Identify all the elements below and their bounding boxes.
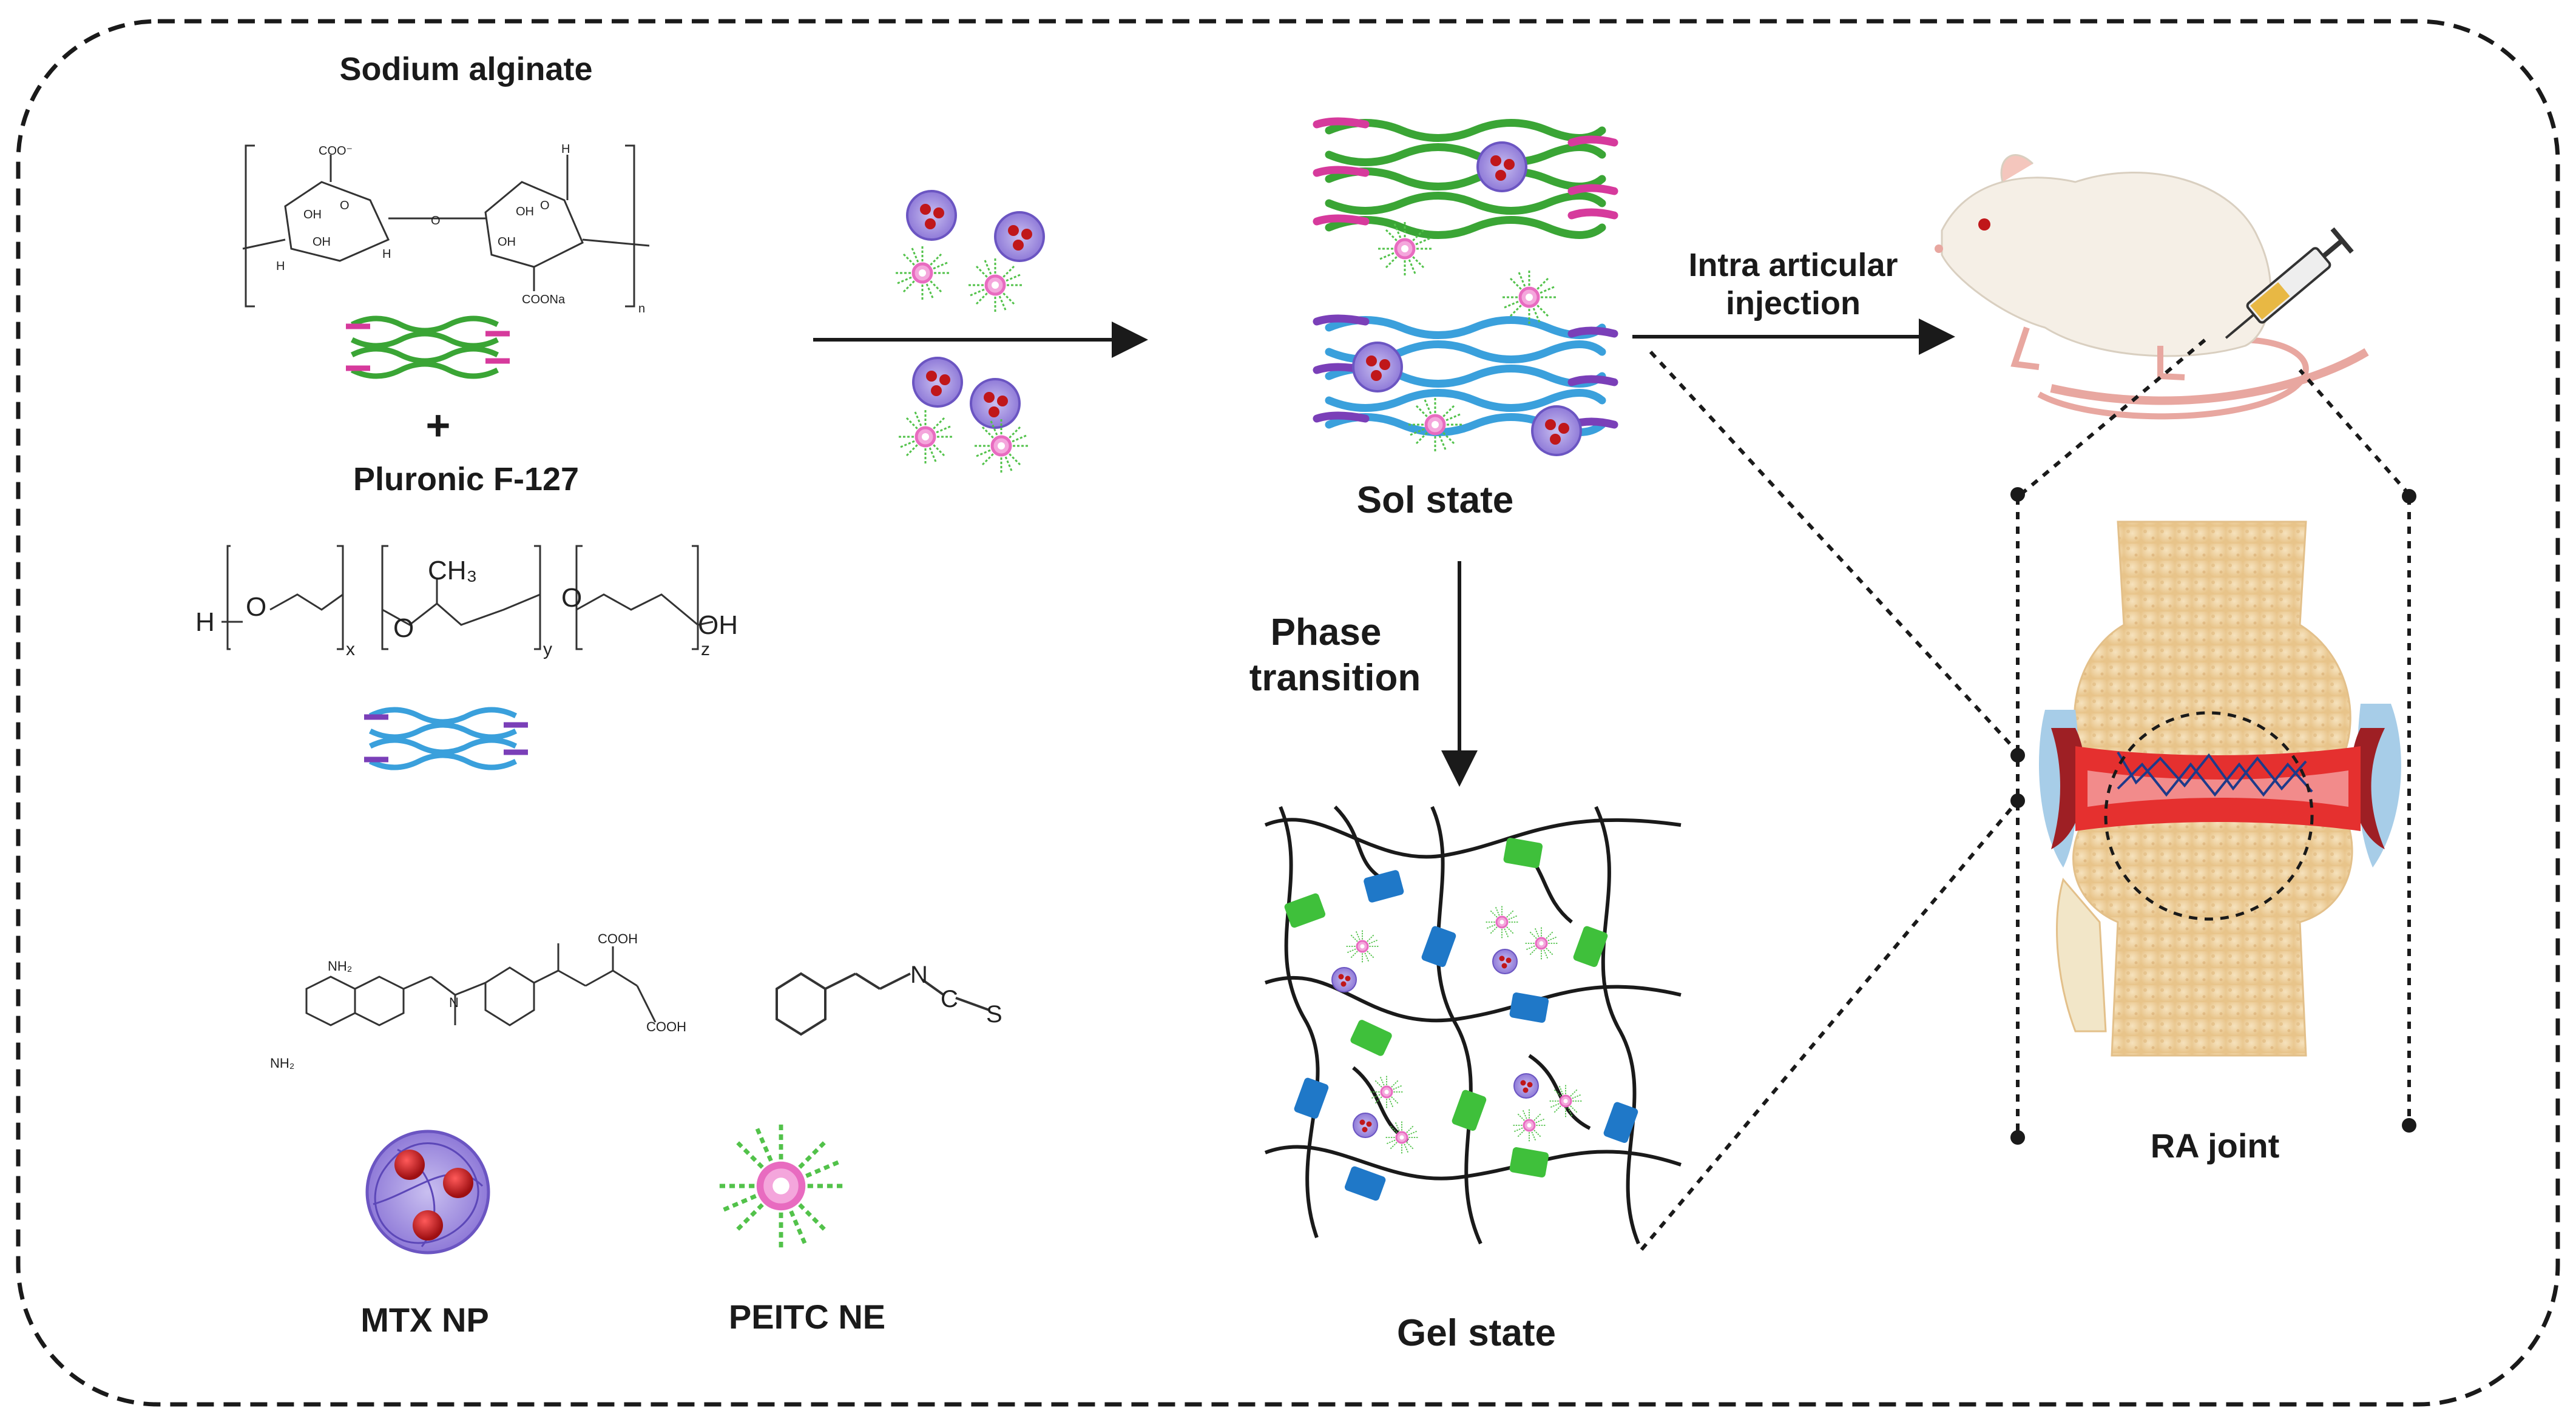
label-injection-2: injection (1726, 285, 1861, 322)
chem-c-peitc: C (941, 986, 958, 1012)
chem-o-3: O (540, 199, 550, 212)
chem-nh2-left: NH₂ (270, 1056, 294, 1071)
label-sodium-alginate: Sodium alginate (339, 51, 592, 87)
outer-border (16, 19, 2560, 1407)
alginate-structure (242, 144, 650, 308)
chem-coona: COONa (522, 293, 566, 306)
chem-h-2: H (382, 248, 391, 261)
chem-n-sub: n (638, 302, 645, 315)
particle-cluster (896, 190, 1045, 473)
gel-crosslinks (1284, 838, 1638, 1201)
gel-network (1264, 805, 1682, 1245)
chem-y-sub: y (543, 639, 552, 659)
label-gel-state: Gel state (1397, 1312, 1556, 1354)
chem-s-peitc: S (986, 1001, 1002, 1028)
chem-nh2-top: NH₂ (328, 958, 352, 974)
label-peitc-ne: PEITC NE (729, 1298, 885, 1336)
chem-oh-2: OH (313, 235, 331, 249)
label-ra-joint: RA joint (2151, 1127, 2280, 1165)
label-mtx-np: MTX NP (360, 1301, 489, 1339)
sol-alginate-bundle (1313, 117, 1618, 239)
label-injection-1: Intra articular (1688, 247, 1898, 283)
chem-h-3: H (561, 143, 570, 156)
chem-cooh-1: COOH (598, 931, 638, 946)
chem-o-p3: O (561, 583, 582, 613)
label-phase-1: Phase (1271, 611, 1382, 653)
rat-icon (1935, 154, 2369, 420)
label-plus: + (426, 402, 451, 449)
chem-o-2: O (431, 214, 441, 227)
chem-o-1: O (340, 199, 350, 212)
knee-joint-icon (2039, 520, 2401, 1057)
chem-cooh-2: COOH (646, 1019, 686, 1034)
chem-z-sub: z (701, 639, 710, 659)
peitc-nanoemulsion-icon (720, 1125, 842, 1247)
chem-o-p2: O (393, 613, 414, 643)
chem-oh-4: OH (498, 235, 516, 249)
chem-oh-3: OH (516, 205, 534, 218)
mtx-nanoparticle-icon (365, 1130, 490, 1255)
chem-x-sub: x (346, 639, 355, 659)
chem-o-p1: O (246, 592, 266, 622)
alginate-chain-icon (346, 315, 510, 379)
chem-ch3: CH₃ (428, 556, 477, 585)
chem-h-pluronic: H (195, 607, 215, 637)
mtx-structure (305, 943, 657, 1026)
chem-oh-1: OH (303, 208, 322, 221)
chem-coo: COO⁻ (319, 144, 353, 158)
dotted-connectors (1640, 335, 2411, 1251)
pluronic-chain-icon (364, 707, 528, 770)
label-phase-2: transition (1249, 657, 1421, 699)
chem-n-peitc: N (910, 962, 928, 988)
pluronic-structure (221, 545, 714, 650)
label-sol-state: Sol state (1357, 479, 1513, 521)
label-pluronic: Pluronic F-127 (353, 461, 579, 497)
chem-oh-pluronic: OH (698, 610, 738, 640)
syringe-icon (2225, 227, 2354, 339)
chem-h-1: H (276, 260, 285, 273)
peitc-structure (776, 972, 990, 1036)
chem-n-mtx: N (449, 995, 459, 1010)
